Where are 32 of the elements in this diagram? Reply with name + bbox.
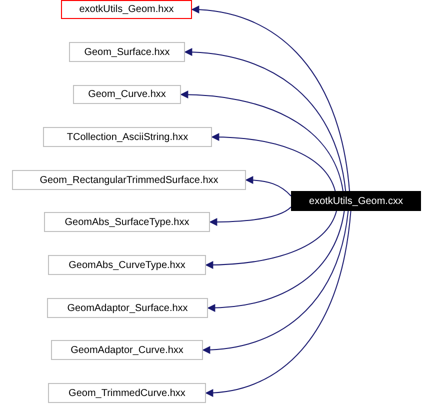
arrow: [209, 206, 292, 226]
arrow: [205, 210, 352, 397]
file-name: GeomAbs_SurfaceType.hxx: [64, 216, 190, 228]
arrow: [180, 90, 344, 192]
file-name: TCollection_AsciiString.hxx: [66, 132, 188, 142]
arrow: [207, 210, 345, 312]
file-box: [44, 212, 210, 232]
file-box: [69, 42, 185, 62]
file-name: Geom_RectangularTrimmedSurface.hxx: [40, 174, 218, 186]
arrow: [211, 133, 336, 192]
arrow: [191, 6, 350, 192]
arrow: [245, 176, 292, 196]
file-name: exotkUtils_Geom.hxx: [79, 4, 174, 15]
file-box: [61, 0, 192, 19]
file-box: [48, 255, 206, 275]
file-name: exotkUtils_Geom.cxx: [309, 196, 403, 206]
file-name: Geom_TrimmedCurve.hxx: [68, 388, 186, 398]
arrow: [202, 210, 349, 354]
file-box: [291, 191, 421, 211]
arrow: [205, 210, 337, 269]
arrow: [184, 48, 346, 192]
file-box: [48, 383, 206, 403]
file-box: [12, 170, 246, 190]
file-name: GeomAbs_CurveType.hxx: [68, 260, 186, 270]
file-name: Geom_Curve.hxx: [88, 89, 166, 100]
file-name: GeomAdaptor_Curve.hxx: [70, 344, 184, 356]
file-box: [43, 127, 212, 147]
file-box: [51, 340, 203, 360]
file-box: [47, 298, 208, 318]
file-name: GeomAdaptor_Surface.hxx: [67, 302, 188, 314]
file-box: [73, 85, 181, 104]
file-name: Geom_Surface.hxx: [84, 46, 170, 58]
